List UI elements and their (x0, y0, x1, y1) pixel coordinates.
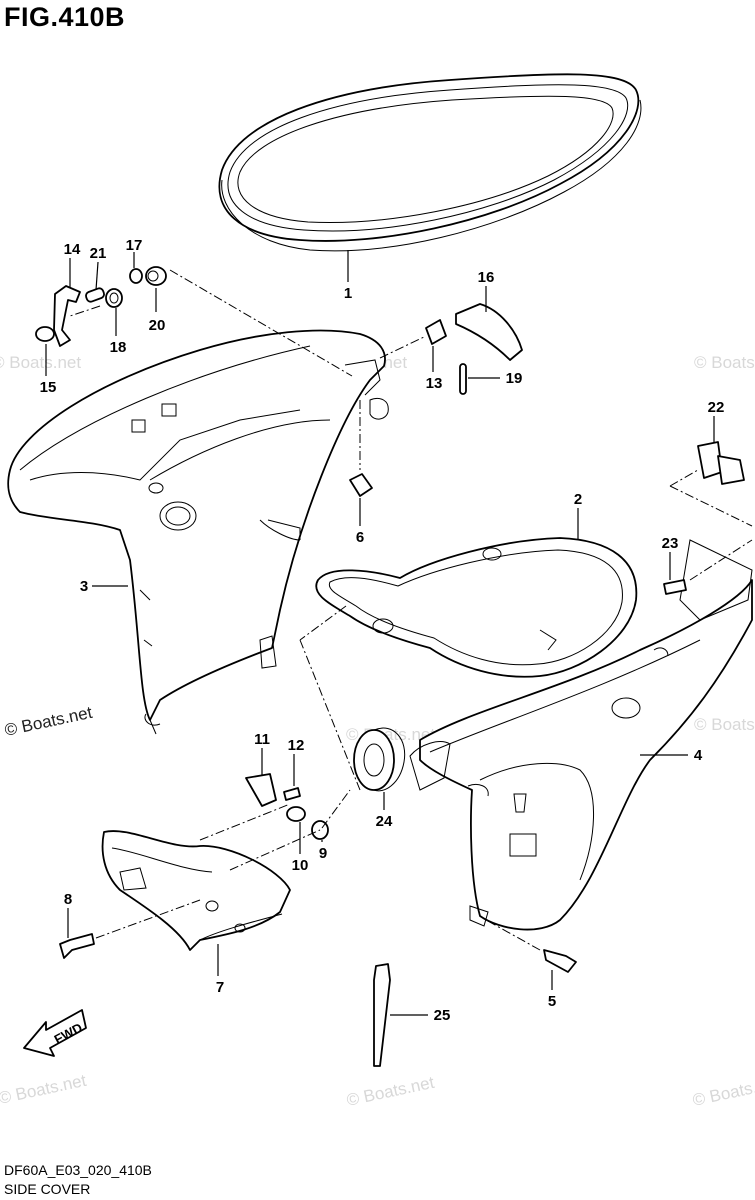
callout-5: 5 (548, 993, 556, 1010)
watermark: © Boats.net (0, 1071, 88, 1108)
callout-21: 21 (90, 245, 107, 262)
callout-23: 23 (662, 535, 679, 552)
fwd-arrow: FWD (23, 1009, 87, 1057)
callout-labels: 1 2 3 4 5 6 7 8 9 10 11 12 13 14 15 16 1… (40, 237, 725, 1024)
small-parts (35, 266, 745, 1067)
callout-16: 16 (478, 269, 495, 286)
diagram-name: SIDE COVER (4, 1181, 91, 1197)
callout-22: 22 (708, 399, 725, 416)
watermark: © Boats.net (345, 1073, 436, 1110)
callout-18: 18 (110, 339, 127, 356)
part-2-seal (315, 537, 638, 678)
callout-12: 12 (288, 737, 305, 754)
callout-2: 2 (574, 491, 582, 508)
callout-20: 20 (149, 317, 166, 334)
watermark: © Boats.net (694, 353, 755, 372)
callout-25: 25 (434, 1007, 451, 1024)
callout-11: 11 (254, 731, 270, 748)
callout-15: 15 (40, 379, 57, 396)
callout-19: 19 (506, 370, 523, 387)
callout-4: 4 (694, 747, 703, 764)
callout-10: 10 (292, 857, 309, 874)
watermark: © Boats.net (694, 715, 755, 734)
watermark: © Boats.net (691, 1073, 755, 1110)
leader-lines (45, 250, 715, 1016)
watermark: © Boats.net (0, 353, 81, 372)
callout-3: 3 (80, 578, 88, 595)
callout-14: 14 (64, 241, 81, 258)
figure-title: FIG.410B (4, 2, 126, 32)
callout-9: 9 (319, 845, 327, 862)
callout-6: 6 (356, 529, 364, 546)
callout-8: 8 (64, 891, 72, 908)
diagram-code: DF60A_E03_020_410B (4, 1162, 152, 1178)
part-1-seal (218, 73, 642, 252)
callout-24: 24 (376, 813, 393, 830)
assembly-lines (69, 269, 753, 951)
part-4-right-cover (409, 539, 753, 931)
callout-1: 1 (344, 285, 352, 302)
callout-13: 13 (426, 375, 443, 392)
part-7-lower-cover (101, 830, 291, 951)
watermark: © Boats.net (3, 703, 94, 740)
callout-7: 7 (216, 979, 224, 996)
part-3-left-cover (7, 329, 389, 735)
callout-17: 17 (126, 237, 143, 254)
